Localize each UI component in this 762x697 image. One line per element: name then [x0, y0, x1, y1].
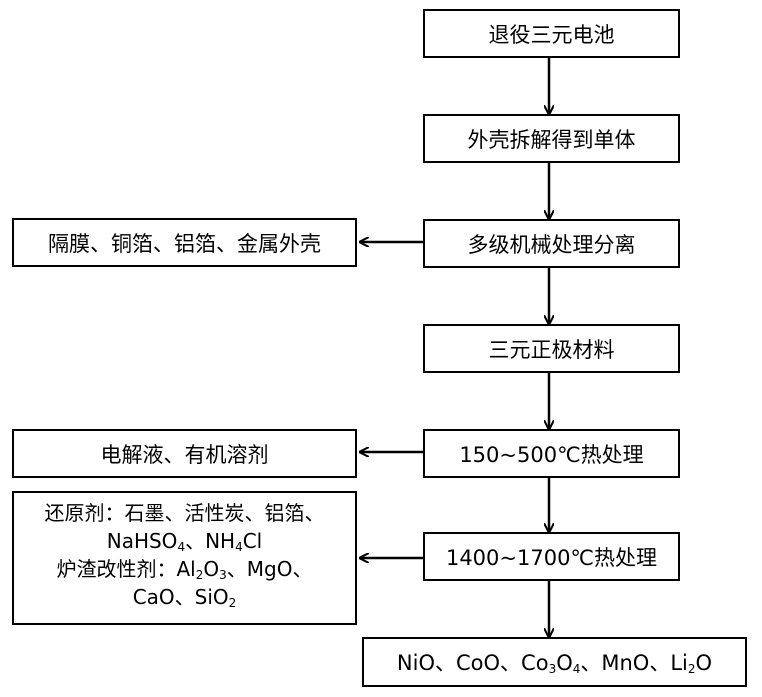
subscript: 4 [177, 540, 186, 554]
node-disassembly: 外壳拆解得到单体 [423, 114, 680, 163]
node-high-temp-heat: 1400~1700℃热处理 [423, 532, 680, 581]
chem-cao: CaO [132, 585, 175, 609]
chem-nh: NH [205, 529, 236, 553]
node-label: 1400~1700℃热处理 [445, 545, 658, 570]
separator: 、 [174, 585, 195, 609]
side-separated-parts: 隔膜、铜箔、铝箔、金属外壳 [12, 218, 357, 267]
subscript: 3 [219, 568, 227, 582]
chem-cl: Cl [242, 529, 263, 553]
chem-li: Li [670, 651, 688, 675]
chem-mno: MnO [601, 651, 650, 675]
node-label: 150~500℃热处理 [459, 442, 644, 467]
chem-o: O [203, 557, 220, 581]
node-label: 多级机械处理分离 [467, 232, 636, 257]
node-label: 退役三元电池 [488, 22, 615, 47]
chem-o: O [695, 651, 713, 675]
slag-modifier-line: 炉渣改性剂：Al2O3、MgO、 [14, 555, 355, 583]
subscript: 4 [235, 540, 243, 554]
reducing-agent-list: 石墨、活性炭、铝箔、 [124, 501, 325, 525]
separator: 、 [500, 651, 522, 675]
chem-nahso: NaHSO [106, 529, 178, 553]
separator: 、 [185, 529, 206, 553]
chem-o: O [556, 651, 573, 675]
node-cathode-material: 三元正极材料 [423, 324, 680, 373]
subscript: 2 [195, 568, 204, 582]
subscript: 2 [687, 662, 696, 676]
separator: 、 [226, 557, 247, 581]
chem-sio: SiO [194, 585, 229, 609]
chem-co: Co [521, 651, 549, 675]
subscript: 2 [228, 596, 237, 610]
separator: 、 [580, 651, 602, 675]
chem-mgo: MgO [246, 557, 293, 581]
final-products-label: NiO、CoO、Co3O4、MnO、Li2O [397, 647, 712, 677]
side-label: 电解液、有机溶剂 [100, 442, 269, 467]
slag-modifier-label: 炉渣改性剂： [56, 557, 177, 581]
node-label: 三元正极材料 [488, 337, 615, 362]
final-products-box: NiO、CoO、Co3O4、MnO、Li2O [362, 637, 747, 687]
separator: 、 [435, 651, 456, 675]
node-retired-battery: 退役三元电池 [423, 9, 680, 58]
separator: 、 [292, 557, 313, 581]
node-mechanical-separation: 多级机械处理分离 [423, 219, 680, 268]
chem-al: Al [176, 557, 196, 581]
slag-modifier-line-2: CaO、SiO2 [14, 583, 355, 611]
node-low-temp-heat: 150~500℃热处理 [423, 429, 680, 478]
reducing-agent-line: 还原剂：石墨、活性炭、铝箔、 [14, 499, 355, 527]
chem-coo: CoO [456, 651, 501, 675]
subscript: 4 [572, 662, 581, 676]
side-label: 隔膜、铜箔、铝箔、金属外壳 [48, 231, 321, 256]
subscript: 3 [548, 662, 557, 676]
reducing-agent-chem-line: NaHSO4、NH4Cl [14, 527, 355, 555]
reducing-agent-label: 还原剂： [44, 501, 125, 525]
chem-nio: NiO [396, 651, 435, 675]
side-electrolyte: 电解液、有机溶剂 [12, 429, 357, 478]
additives-box: 还原剂：石墨、活性炭、铝箔、 NaHSO4、NH4Cl 炉渣改性剂：Al2O3、… [12, 491, 357, 625]
separator: 、 [649, 651, 671, 675]
node-label: 外壳拆解得到单体 [467, 127, 636, 152]
